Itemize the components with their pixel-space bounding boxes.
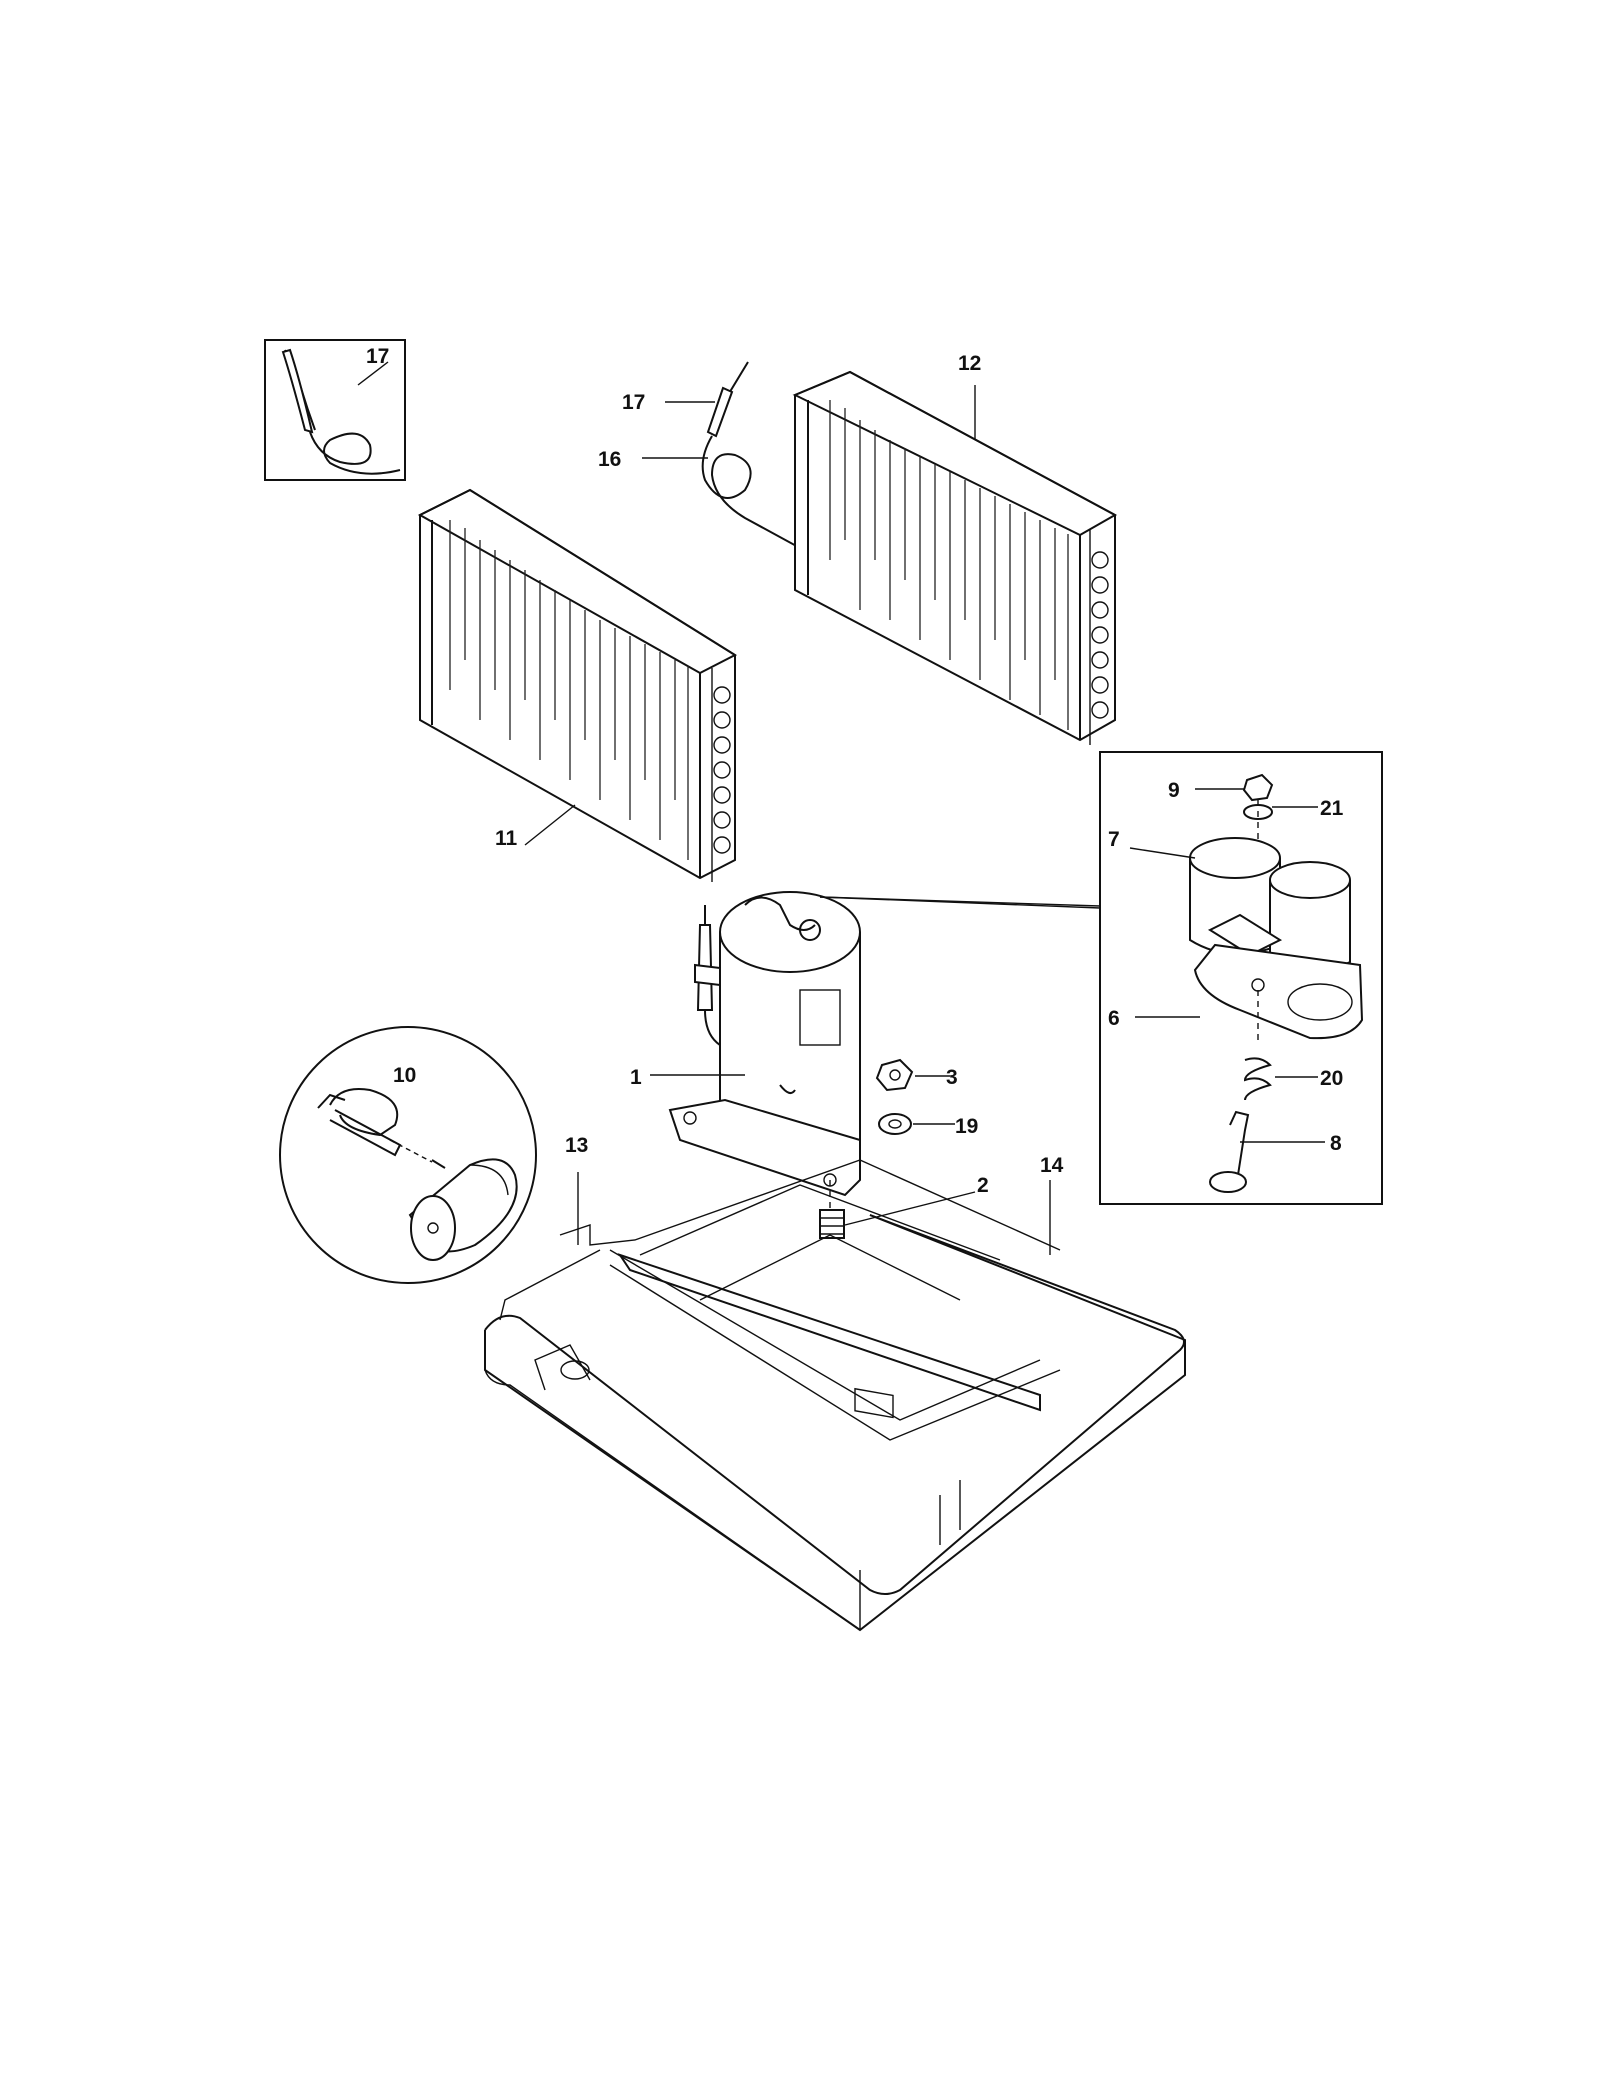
compressor [650, 891, 861, 1210]
callout-6: 6 [1108, 1007, 1120, 1030]
hex-nut [875, 1058, 950, 1092]
callout-16: 16 [598, 448, 621, 471]
callout-1: 1 [630, 1066, 642, 1089]
callout-10: 10 [393, 1064, 416, 1087]
callout-14: 14 [1040, 1154, 1064, 1177]
callout-8: 8 [1330, 1132, 1342, 1155]
capillary-inset [264, 339, 406, 481]
callout-17: 17 [622, 391, 645, 414]
callout-2: 2 [977, 1174, 989, 1197]
callout-3: 3 [946, 1066, 958, 1089]
condenser-coil [792, 370, 1118, 745]
callout-20: 20 [1320, 1067, 1343, 1090]
capillary-tube [642, 361, 821, 556]
capacitor-detail-circle [279, 1026, 537, 1284]
grommet-spring [819, 1191, 976, 1239]
callout-21: 21 [1320, 797, 1344, 820]
leader-17-inset [357, 361, 389, 386]
washer [878, 1113, 955, 1135]
callout-11: 11 [495, 827, 518, 850]
base-pan [484, 1159, 1186, 1632]
callout-7: 7 [1108, 828, 1120, 851]
overload-detail-box [1099, 751, 1383, 1205]
callout-17-inset: 17 [366, 345, 389, 368]
evaporator-coil [417, 488, 738, 882]
callout-13: 13 [565, 1134, 588, 1157]
callout-19: 19 [955, 1115, 978, 1138]
callout-12: 12 [958, 352, 981, 375]
callout-9: 9 [1168, 779, 1180, 802]
